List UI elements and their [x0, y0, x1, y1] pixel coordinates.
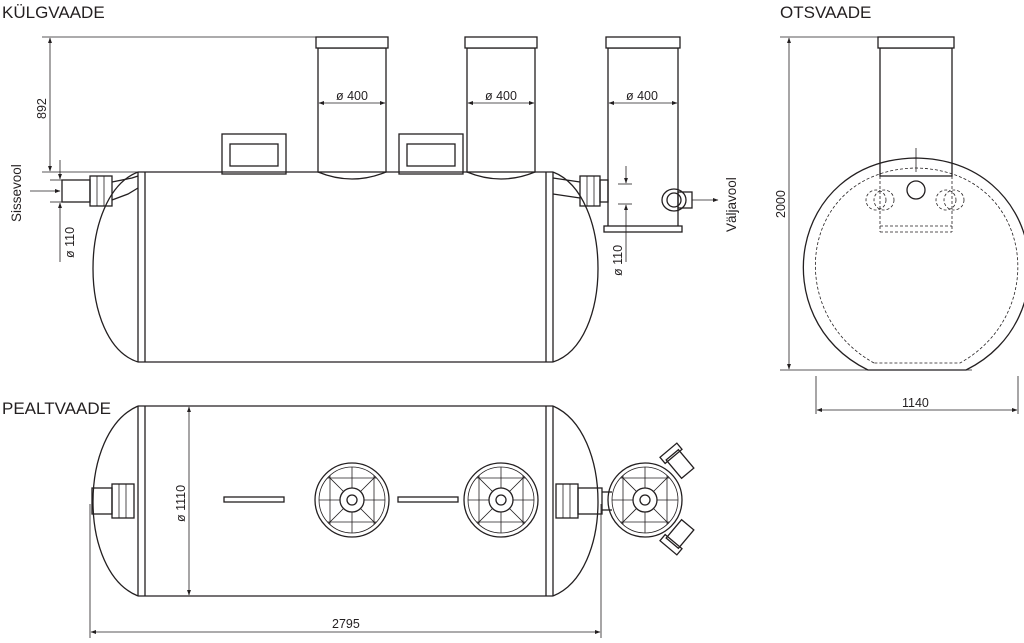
riser-top-3 [607, 462, 683, 538]
riser-2 [464, 36, 538, 173]
inflow-label: Sissevool [9, 164, 24, 222]
angled-pipe-lower [659, 518, 695, 556]
top-tank-right-end [552, 405, 599, 597]
side-tank-top-edge [138, 171, 553, 180]
width-dimension: 1140 [902, 396, 929, 410]
side-view: 892 ø 400 ø 400 ø 400 ø 110 Sissevool ø … [9, 36, 739, 363]
side-tank-left-end [92, 171, 139, 363]
riser-top-2 [463, 462, 539, 538]
riser-2-diameter: ø 400 [485, 89, 517, 103]
total-height-dimension: 2000 [774, 190, 788, 218]
riser-1 [315, 36, 389, 173]
riser-1-diameter: ø 400 [336, 89, 368, 103]
top-inlet-pipe [91, 483, 135, 519]
riser-height-dimension: 892 [35, 98, 49, 119]
hatch-2 [398, 133, 464, 175]
end-pipe-center [906, 180, 926, 200]
angled-pipe-upper [659, 442, 695, 480]
top-tank-left-end [92, 405, 139, 597]
outlet-pipe [552, 175, 693, 212]
outlet-diameter: ø 110 [611, 245, 625, 276]
tank-diameter-dimension: ø 1110 [174, 485, 188, 522]
baffle-2 [397, 496, 459, 503]
side-tank-right-end [552, 171, 599, 363]
top-outlet-pipe [555, 483, 612, 519]
baffle-1 [223, 496, 285, 503]
riser-top-1 [314, 462, 390, 538]
inlet-diameter: ø 110 [63, 227, 77, 258]
riser-3-diameter: ø 400 [626, 89, 658, 103]
hatch-1 [221, 133, 287, 175]
side-view-title: KÜLGVAADE [2, 3, 105, 22]
end-view-title: OTSVAADE [780, 3, 871, 22]
end-tank-inner-wall [815, 167, 1019, 364]
end-view: 2000 1140 [774, 36, 1024, 414]
total-length-dimension: 2795 [332, 617, 360, 631]
outflow-label: Väljavool [724, 177, 739, 232]
riser-3 [603, 36, 683, 233]
top-view-title: PEALTVAADE [2, 399, 111, 418]
top-view: ø 1110 2795 [89, 405, 695, 638]
inlet-pipe [61, 175, 139, 207]
